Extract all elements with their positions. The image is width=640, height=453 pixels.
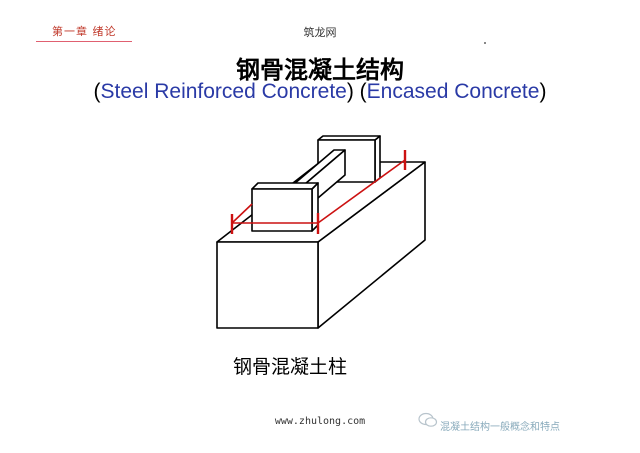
watermark-caption: 混凝土结构一般概念和特点 [440,422,560,433]
site-url-bottom: www.zhulong.com [274,416,366,427]
rebar-back-line [231,203,253,224]
subtitle-paren-mid: ) ( [346,80,367,103]
subtitle-steel-reinforced: Steel Reinforced Concrete [100,80,347,103]
figure-caption: 钢骨混凝土柱 [233,356,348,378]
front-flange-front [251,188,313,232]
chapter-underline [36,41,132,42]
site-name-top: 筑龙网 [303,26,337,39]
subtitle-paren-open: ( [93,80,101,103]
rebar-right-line [317,159,406,224]
wechat-icon [418,412,438,427]
subtitle-paren-close: ) [539,80,547,103]
page-subtitle: (Steel Reinforced Concrete) (Encased Con… [0,80,640,104]
chapter-label: 第一章 绪论 [52,25,117,38]
subtitle-encased: Encased Concrete [366,80,540,103]
page-title: 钢骨混凝土结构 [236,56,404,84]
front-flange-top [251,182,319,190]
column-front-face [216,241,319,329]
decorative-dot [484,42,486,44]
